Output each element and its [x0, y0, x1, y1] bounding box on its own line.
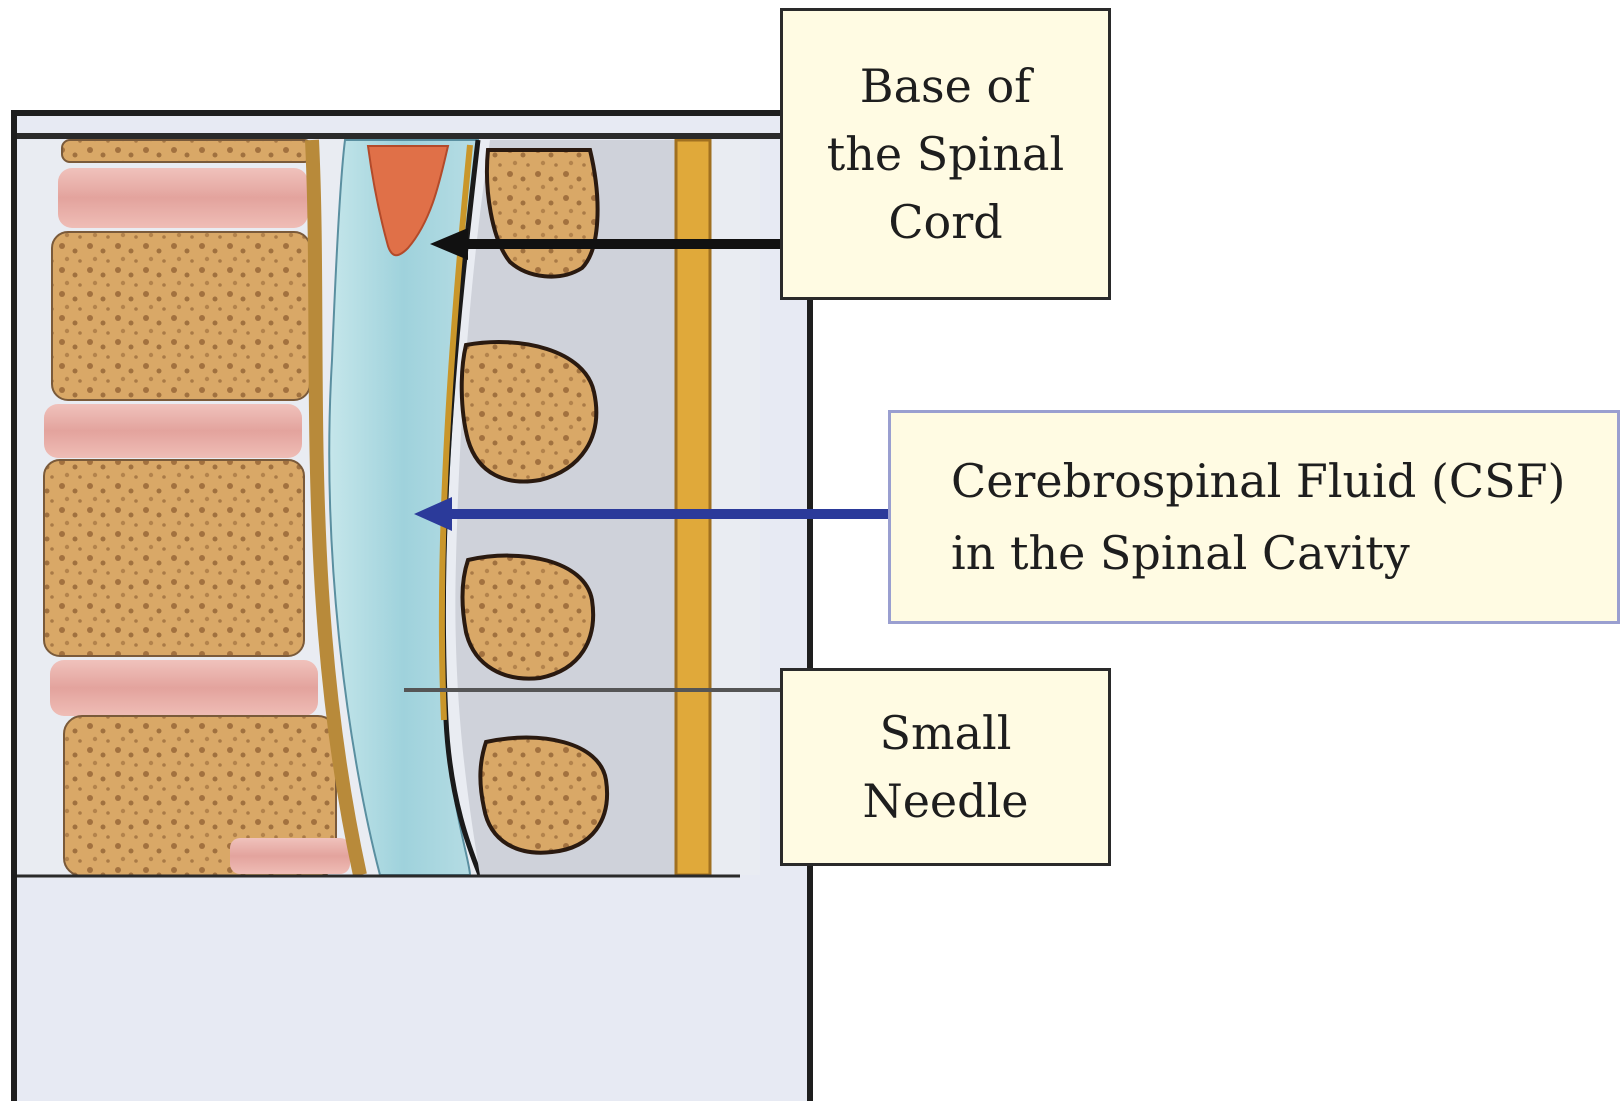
small-needle-label: Small Needle [780, 668, 1111, 866]
small-needle-text: Small Needle [862, 699, 1028, 835]
vertebral-bodies [44, 140, 350, 876]
csf-label: Cerebrospinal Fluid (CSF) in the Spinal … [888, 410, 1620, 624]
base-of-spinal-cord-label: Base of the Spinal Cord [780, 8, 1111, 300]
csf-text: Cerebrospinal Fluid (CSF) in the Spinal … [951, 445, 1565, 589]
supraspinous-ligament [676, 140, 710, 875]
base-of-spinal-cord-text: Base of the Spinal Cord [827, 52, 1064, 256]
